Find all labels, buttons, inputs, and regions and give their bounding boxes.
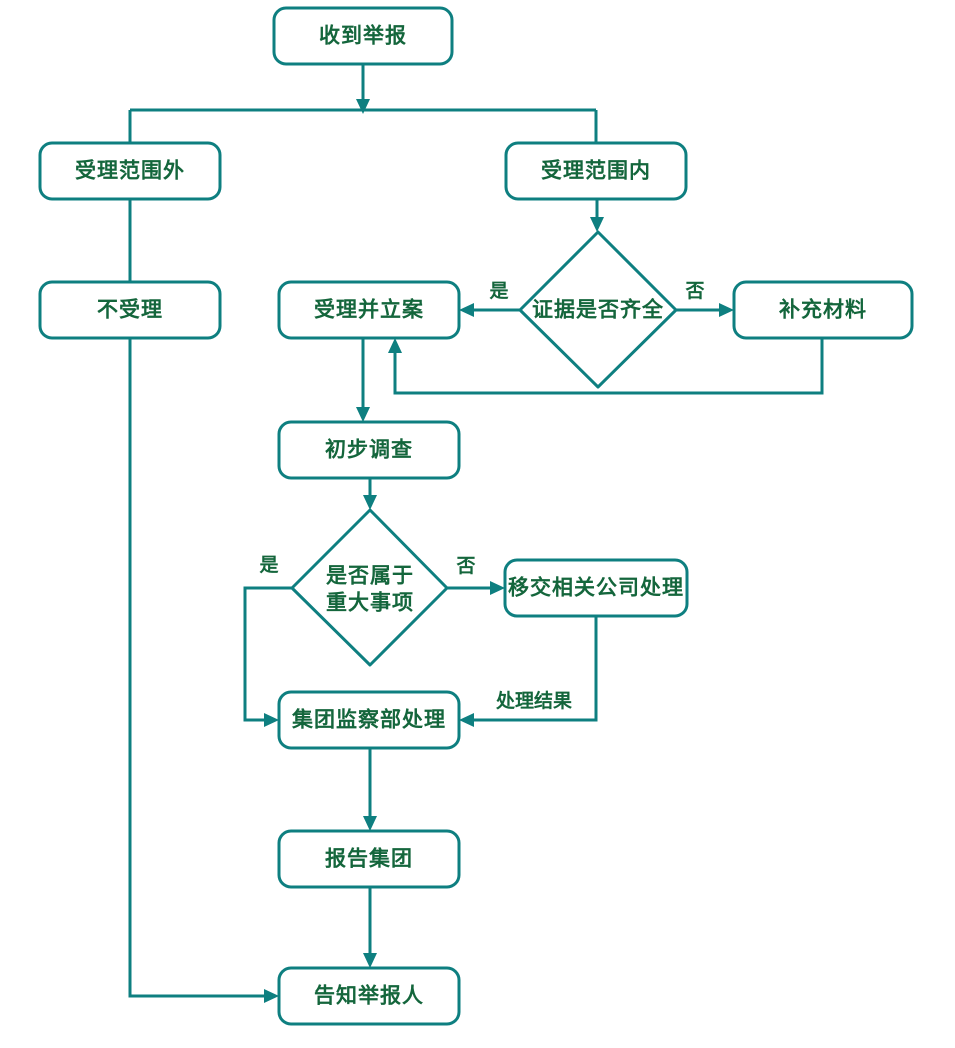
edge-reject-to-notify [128,338,279,1003]
node-shape-rounded-rect[interactable] [277,280,461,340]
edge-layer: 是 否 [128,64,824,1003]
node-notify-reporter[interactable]: 告知举报人 [277,966,461,1026]
arrowhead-icon [363,495,377,510]
edge-evidence-yes: 是 [459,280,520,317]
edge-supplement-back-to-accept [388,338,824,395]
node-receive-report[interactable]: 收到举报 [272,6,454,66]
arrowhead-icon [719,303,734,317]
node-shape-rounded-rect[interactable] [504,141,688,201]
node-label-major-matter-decision-line2: 重大事项 [326,591,414,615]
node-label-in-scope: 受理范围内 [541,159,651,183]
edge-label-transfer-result: 处理结果 [495,689,572,712]
node-label-out-of-scope: 受理范围外 [75,159,185,183]
node-in-scope[interactable]: 受理范围内 [504,141,688,201]
node-shape-rounded-rect[interactable] [38,280,222,340]
edge-receive-to-split [128,64,598,143]
edge-label-evidence-no: 否 [684,281,704,302]
node-out-of-scope[interactable]: 受理范围外 [38,141,222,201]
node-shape-rounded-rect[interactable] [38,141,222,201]
edge-major-no: 否 [447,556,505,595]
arrowhead-icon [363,953,377,968]
node-report-to-group[interactable]: 报告集团 [277,829,461,889]
arrowhead-icon [490,581,505,595]
node-shape-diamond[interactable] [518,230,678,389]
node-label-evidence-complete-decision: 证据是否齐全 [532,298,664,322]
edge-group-to-report [363,748,377,831]
node-label-reject: 不受理 [97,298,163,322]
node-shape-rounded-rect[interactable] [277,966,461,1026]
node-label-major-matter-decision-line1: 是否属于 [326,565,414,588]
node-label-notify-reporter: 告知举报人 [314,984,424,1008]
node-label-preliminary-investigation: 初步调查 [325,438,413,462]
node-label-group-supervision-dept: 集团监察部处理 [291,708,446,732]
node-evidence-complete-decision[interactable]: 证据是否齐全 [518,230,678,389]
node-major-matter-decision[interactable]: 是否属于 重大事项 [290,508,449,667]
arrowhead-icon [590,217,604,232]
arrowhead-icon [264,989,279,1003]
edge-label-major-yes: 是 [259,554,278,576]
node-shape-rounded-rect[interactable] [503,558,689,618]
node-shape-rounded-rect[interactable] [732,280,914,340]
node-shape-rounded-rect[interactable] [272,6,454,66]
arrowhead-icon [363,816,377,831]
node-supplement-materials[interactable]: 补充材料 [732,280,914,340]
arrowhead-icon [264,713,279,727]
node-label-supplement-materials: 补充材料 [778,298,867,322]
node-label-receive-report: 收到举报 [319,24,407,48]
edge-evidence-no: 否 [676,281,734,317]
node-label-report-to-group: 报告集团 [325,847,413,871]
edge-label-major-no: 否 [455,556,475,577]
node-label-transfer-to-company: 移交相关公司处理 [508,576,684,600]
edge-inscope-to-evidence [590,199,604,232]
node-group-supervision-dept[interactable]: 集团监察部处理 [277,690,461,750]
node-accept-and-file[interactable]: 受理并立案 [277,280,461,340]
edge-accept-to-prelim [356,338,370,422]
node-transfer-to-company[interactable]: 移交相关公司处理 [503,558,689,618]
arrowhead-icon [459,303,474,317]
node-reject[interactable]: 不受理 [38,280,222,340]
edge-major-yes: 是 [243,554,292,727]
node-preliminary-investigation[interactable]: 初步调查 [277,420,461,480]
edge-report-to-notify [363,887,377,968]
arrowhead-icon [388,338,402,353]
arrowhead-icon [459,713,474,727]
node-shape-diamond[interactable] [290,508,449,667]
node-shape-rounded-rect[interactable] [277,829,461,889]
node-shape-rounded-rect[interactable] [277,690,461,750]
node-shape-rounded-rect[interactable] [277,420,461,480]
edge-label-evidence-yes: 是 [489,280,508,302]
arrowhead-icon [356,407,370,422]
node-layer: 收到举报 受理范围外 受理范围内 不受理 受理并立案 [38,6,914,1026]
edge-prelim-to-major [363,478,377,510]
edge-transfer-result: 处理结果 [459,616,598,727]
arrowhead-icon [356,99,370,114]
node-label-accept-and-file: 受理并立案 [314,298,424,322]
